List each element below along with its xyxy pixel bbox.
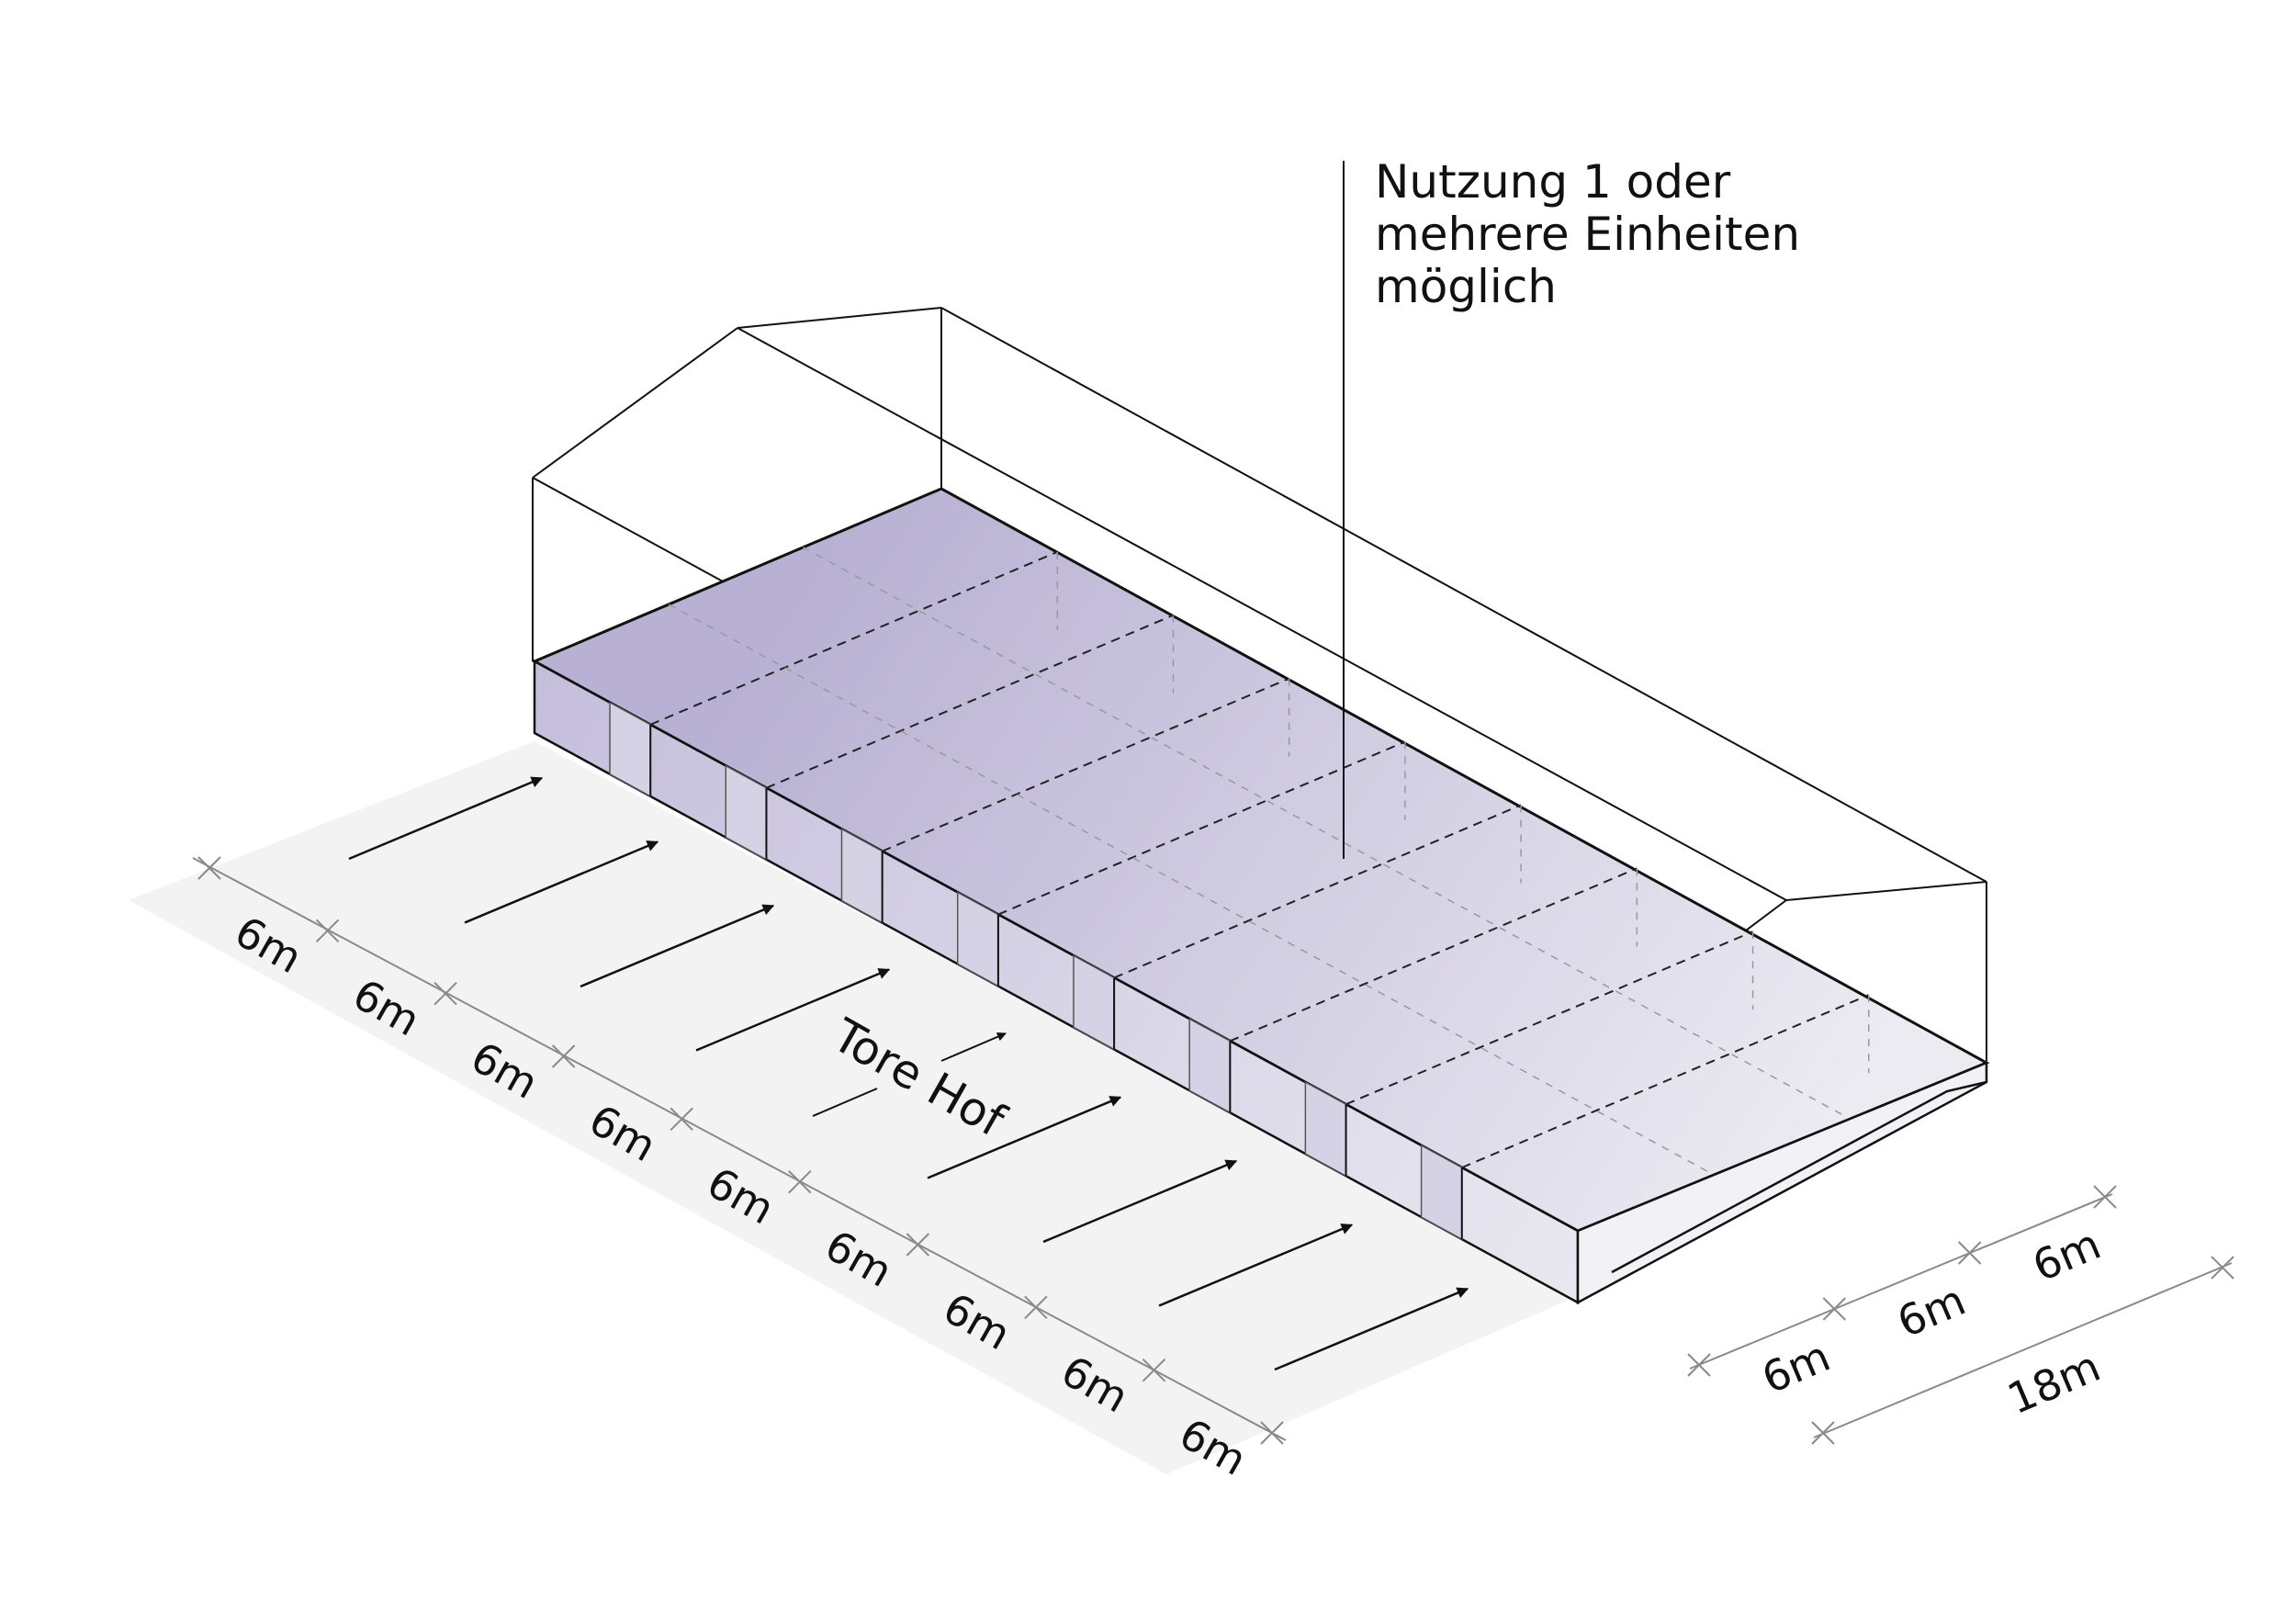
- access-arrow: [464, 840, 659, 924]
- dimension-tick: [1260, 1421, 1284, 1445]
- short-dimension-label: 6m: [1890, 1275, 1972, 1348]
- dimension-tick: [1024, 1295, 1048, 1320]
- dimension-tick: [551, 1044, 576, 1068]
- access-arrows: [348, 776, 1469, 1371]
- longitudinal-guide: [668, 603, 1713, 1175]
- partition-line: [766, 614, 1174, 789]
- partition-line: [1461, 994, 1870, 1169]
- slab-side-profile: [1611, 1080, 1987, 1274]
- dimension-tick: [1687, 1353, 1711, 1377]
- dimension-tick: [2211, 1256, 2234, 1280]
- access-arrow: [927, 1096, 1122, 1179]
- partition-line: [997, 740, 1406, 916]
- courtyard-plane: [129, 741, 1580, 1474]
- short-dimension-label: 6m: [1755, 1331, 1837, 1404]
- dimension-tick: [788, 1169, 812, 1194]
- dimension-tick: [1811, 1421, 1835, 1445]
- access-arrow: [1042, 1159, 1238, 1244]
- partition-line: [649, 550, 1058, 726]
- dimension-tick: [670, 1107, 693, 1132]
- access-arrow: [695, 968, 891, 1052]
- access-arrow: [1158, 1224, 1354, 1307]
- dimension-tick: [315, 919, 340, 943]
- callout-line-3: möglich: [1375, 260, 1557, 313]
- partition-line: [1345, 930, 1753, 1106]
- partition-line: [882, 677, 1290, 852]
- short-dimension-label: 6m: [2026, 1219, 2108, 1291]
- dimension-tick: [433, 981, 457, 1006]
- partition-line: [1113, 804, 1522, 979]
- dimension-tick: [1957, 1241, 1982, 1265]
- unit-partitions: [609, 547, 1870, 1241]
- dimension-tick: [906, 1233, 930, 1257]
- access-arrow: [348, 776, 544, 861]
- access-arrow: [580, 904, 775, 988]
- callout-text: Nutzung 1 oder mehrere Einheiten möglich: [1375, 155, 1815, 313]
- partition-line: [1229, 867, 1638, 1043]
- access-arrow: [1274, 1287, 1469, 1371]
- callout-line-1: Nutzung 1 oder: [1375, 155, 1731, 209]
- dimension-tick: [1822, 1297, 1847, 1321]
- dimension-tick: [1142, 1358, 1166, 1382]
- short-side-dimension: [1687, 1185, 2234, 1445]
- callout-line-2: mehrere Einheiten: [1375, 208, 1800, 261]
- dimension-tick: [197, 856, 221, 880]
- longitudinal-guide: [803, 547, 1847, 1118]
- dimension-tick: [2093, 1185, 2117, 1209]
- long-side-dimension: [192, 856, 1287, 1445]
